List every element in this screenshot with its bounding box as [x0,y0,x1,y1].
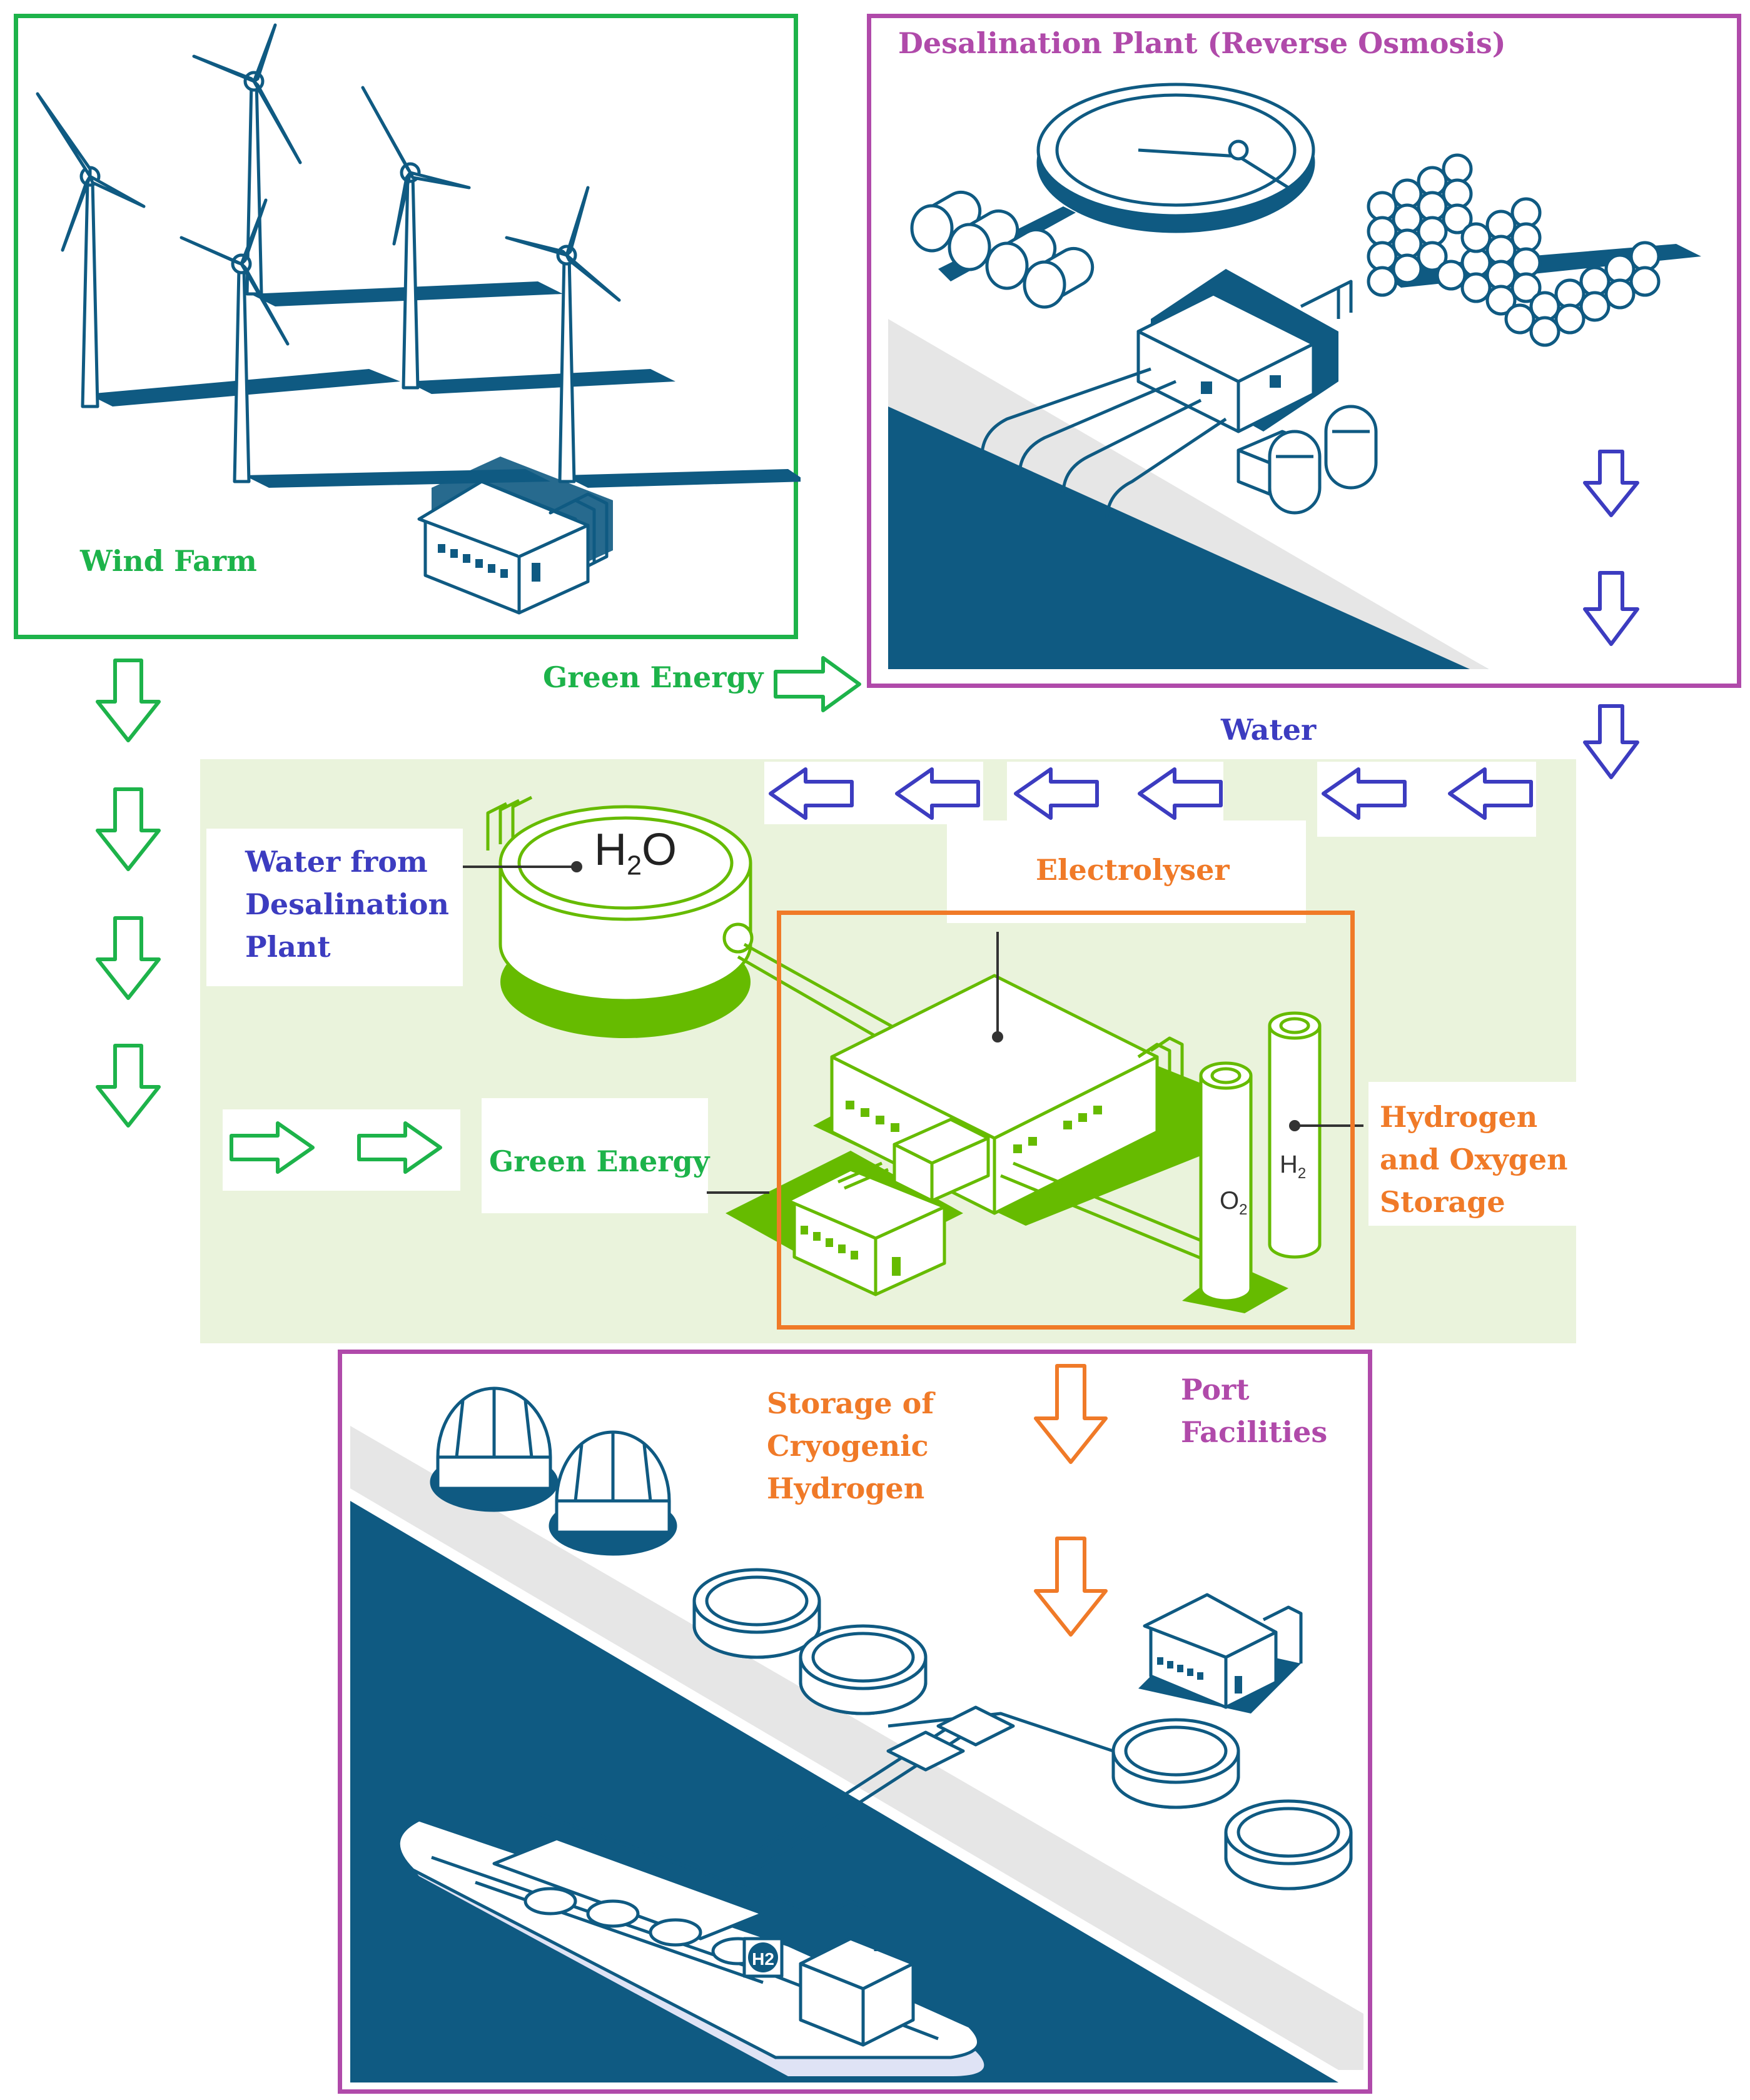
port-line-2: Facilities [1181,1415,1328,1449]
green-arrow-down-1 [96,659,161,742]
water-arrow-left-2 [895,767,980,820]
water-arrow-left-3 [1014,767,1099,820]
green-arrow-down-4 [96,1044,161,1128]
water-from-desal-label: Water from Desalination Plant [245,841,449,968]
electrolyser-label: Electrolyser [1036,853,1230,887]
leader-line-green-energy [707,1191,769,1194]
green-arrow-down-2 [96,787,161,871]
green-energy-arrow-right-mid-1 [230,1121,315,1174]
ship-badge-text: H2 [752,1949,774,1969]
hydrogen-oxygen-storage-label: Hydrogen and Oxygen Storage [1380,1096,1568,1223]
storage-line-2: and Oxygen [1380,1143,1568,1176]
port-facilities-frame [338,1350,1372,2094]
leader-lines [463,866,500,868]
cryogenic-line-3: Hydrogen [767,1472,925,1505]
green-energy-mid-box [482,1098,708,1213]
port-illustration: H2 [350,1386,1363,2082]
water-from-line-1: Water from [245,845,428,879]
storage-label-box [1368,1082,1576,1226]
water-label: Water [1221,713,1317,747]
green-energy-arrow-right-mid-2 [357,1121,442,1174]
water-arrow-left-6 [1448,767,1533,820]
storage-line-1: Hydrogen [1380,1100,1538,1134]
water-from-box [206,829,463,986]
desalination-plant-illustration [888,83,1701,669]
cryogenic-line-2: Cryogenic [767,1429,929,1463]
green-energy-mid-label: Green Energy [489,1144,710,1178]
electrolyser-frame [777,911,1355,1330]
port-line-1: Port [1181,1373,1250,1406]
storage-line-3: Storage [1380,1185,1505,1219]
water-arrow-down-1 [1583,450,1639,517]
wind-farm-label: Wind Farm [80,544,257,578]
h2o-label: H2O [594,824,677,881]
cryogenic-arrow-down-1 [1034,1364,1108,1464]
desalination-frame [867,14,1741,688]
port-facilities-label: Port Facilities [1181,1368,1327,1453]
water-arrow-down-3 [1583,704,1639,779]
desalination-label: Desalination Plant (Reverse Osmosis) [898,26,1506,60]
water-arrow-left-1 [769,767,854,820]
electrolyser-illustration [463,795,1363,1313]
wind-farm-illustration [36,23,801,615]
green-arrow-down-3 [96,916,161,1000]
water-arrow-left-5 [1322,767,1407,820]
water-from-line-3: Plant [245,930,331,964]
o2-label: O2 [1220,1187,1248,1218]
green-energy-top-label: Green Energy [543,660,764,694]
water-from-line-2: Desalination [245,887,449,921]
cryogenic-arrow-down-2 [1034,1537,1108,1637]
water-arrow-left-4 [1138,767,1223,820]
water-arrow-down-2 [1583,571,1639,646]
h2-label: H2 [1280,1151,1307,1182]
electrolyser-label-box [947,820,1306,923]
green-energy-arrow-right-top [774,656,861,712]
wind-farm-frame [14,14,798,639]
cryogenic-line-1: Storage of [767,1386,934,1420]
cryogenic-storage-label: Storage of Cryogenic Hydrogen [767,1382,934,1510]
h2o-text: H2O [594,825,677,881]
